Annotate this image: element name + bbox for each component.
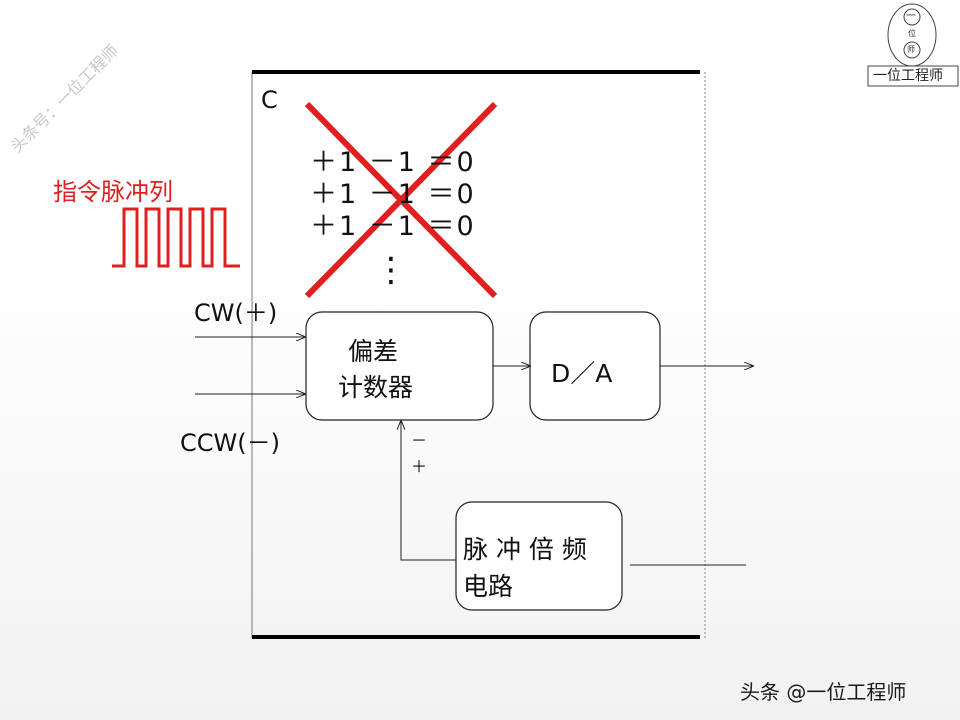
feedback-plus-sign: ＋ [411,457,428,476]
pulse-multiplier-block [455,501,623,611]
logo-outer-ring [887,3,937,67]
pulse-multiplier-line2: 电路 [463,572,514,601]
counter-line-3: ＋1 －1 ＝0 [310,211,476,242]
logo-glyph-bottom: 师 [907,45,915,54]
counter-line-1: ＋1 －1 ＝0 [310,147,476,178]
pulse-train-label: 指令脉冲列 [53,178,173,206]
counter-ellipsis: ⋮ [374,250,408,290]
ccw-label: CCW(－) [180,429,280,457]
logo-bottom-circle [903,41,921,59]
deviation-counter-line2: 计数器 [338,373,414,402]
controller-label: C [261,86,278,114]
logo-top-circle [903,8,921,26]
logo-caption: 一位工程师 [873,68,943,84]
watermark-bottom: 头条 @一位工程师 [740,680,907,704]
deviation-counter-line1: 偏差 [348,337,399,366]
command-pulse-train [112,207,240,268]
logo-glyph-middle: 位 [908,29,916,38]
cw-label: CW(＋) [194,299,278,327]
feedback-line [401,421,456,561]
counter-line-2: ＋1 －1 ＝0 [310,179,476,210]
pulse-multiplier-line1: 脉 冲 倍 频 [463,535,587,564]
feedback-minus-sign: － [411,431,428,450]
cross-stroke-2 [304,101,498,299]
dac-label: D／A [551,359,613,388]
logo-glyph-top: 一 [906,11,916,22]
